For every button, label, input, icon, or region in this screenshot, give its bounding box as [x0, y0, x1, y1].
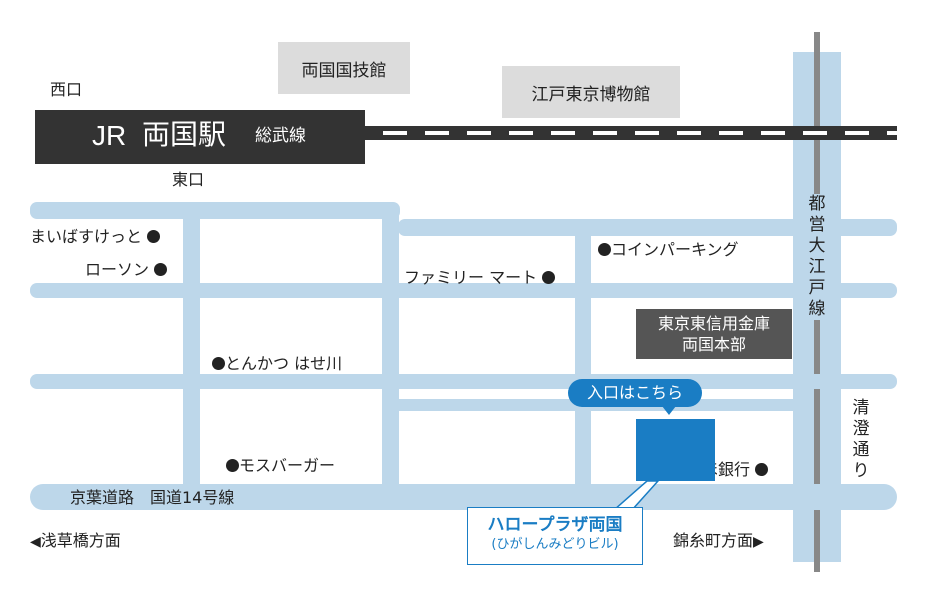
- shop-familymart: ファミリー マート: [404, 268, 556, 288]
- main-road: [30, 484, 897, 510]
- destination-building: [636, 419, 715, 481]
- shop-maibasu: まいばすけっと: [30, 227, 161, 247]
- bank-branch: 両国本部: [681, 335, 746, 354]
- shop-lawson: ローソン: [85, 260, 168, 280]
- station-jr: JR: [92, 120, 127, 151]
- station-name: 両国駅: [142, 118, 227, 151]
- shop-tonkatsu: とんかつ はせ川: [212, 354, 342, 374]
- station-line: 総武線: [255, 126, 306, 146]
- location-dot-icon: [598, 243, 611, 256]
- direction-kinshicho: 錦糸町方面▶: [673, 531, 764, 550]
- entrance-callout: 入口はこちら: [568, 379, 702, 407]
- leader-shape: [612, 480, 660, 511]
- shop-mos: モスバーガー: [226, 456, 335, 476]
- museum-box: 江戸東京博物館: [502, 66, 680, 118]
- station-box: [35, 110, 365, 164]
- railway-line: [365, 126, 897, 140]
- location-dot-icon: [147, 230, 161, 243]
- road-v1: [183, 215, 200, 487]
- road-h1: [30, 202, 400, 219]
- west-exit-label: 西口: [50, 80, 83, 99]
- road-h3: [30, 283, 897, 298]
- entrance-pointer: [662, 406, 676, 415]
- shop-parking: コインパーキング: [598, 240, 739, 260]
- road-v2: [382, 210, 399, 487]
- location-dot-icon: [154, 263, 168, 276]
- left-arrow-icon: ◀: [30, 534, 41, 550]
- road-v3: [575, 219, 591, 487]
- location-dot-icon: [212, 357, 225, 370]
- subway-line-label: 都 営 大 江 戸 線: [806, 194, 828, 320]
- destination-box: ハロープラザ両国 (ひがしんみどりビル): [467, 507, 643, 565]
- destination-subname: (ひがしんみどりビル): [491, 537, 619, 552]
- kiyosumi-street-label: 清 澄 通 り: [852, 398, 870, 481]
- kokugikan-label: 両国国技館: [301, 60, 387, 81]
- location-dot-icon: [542, 271, 556, 284]
- road-h2: [398, 219, 897, 236]
- museum-label: 江戸東京博物館: [531, 84, 651, 105]
- east-exit-label: 東口: [172, 170, 205, 189]
- direction-asakusabashi: ◀浅草橋方面: [30, 531, 121, 550]
- main-road-label: 京葉道路 国道14号線: [70, 488, 235, 507]
- location-dot-icon: [226, 459, 239, 472]
- bank-box: 東京東信用金庫 両国本部: [636, 309, 792, 359]
- destination-name: ハロープラザ両国: [487, 515, 623, 535]
- right-arrow-icon: ▶: [753, 534, 764, 550]
- kokugikan-box: 両国国技館: [278, 42, 410, 94]
- entrance-label: 入口はこちら: [586, 383, 683, 402]
- bank-name: 東京東信用金庫: [657, 314, 770, 333]
- location-dot-icon: [755, 463, 769, 476]
